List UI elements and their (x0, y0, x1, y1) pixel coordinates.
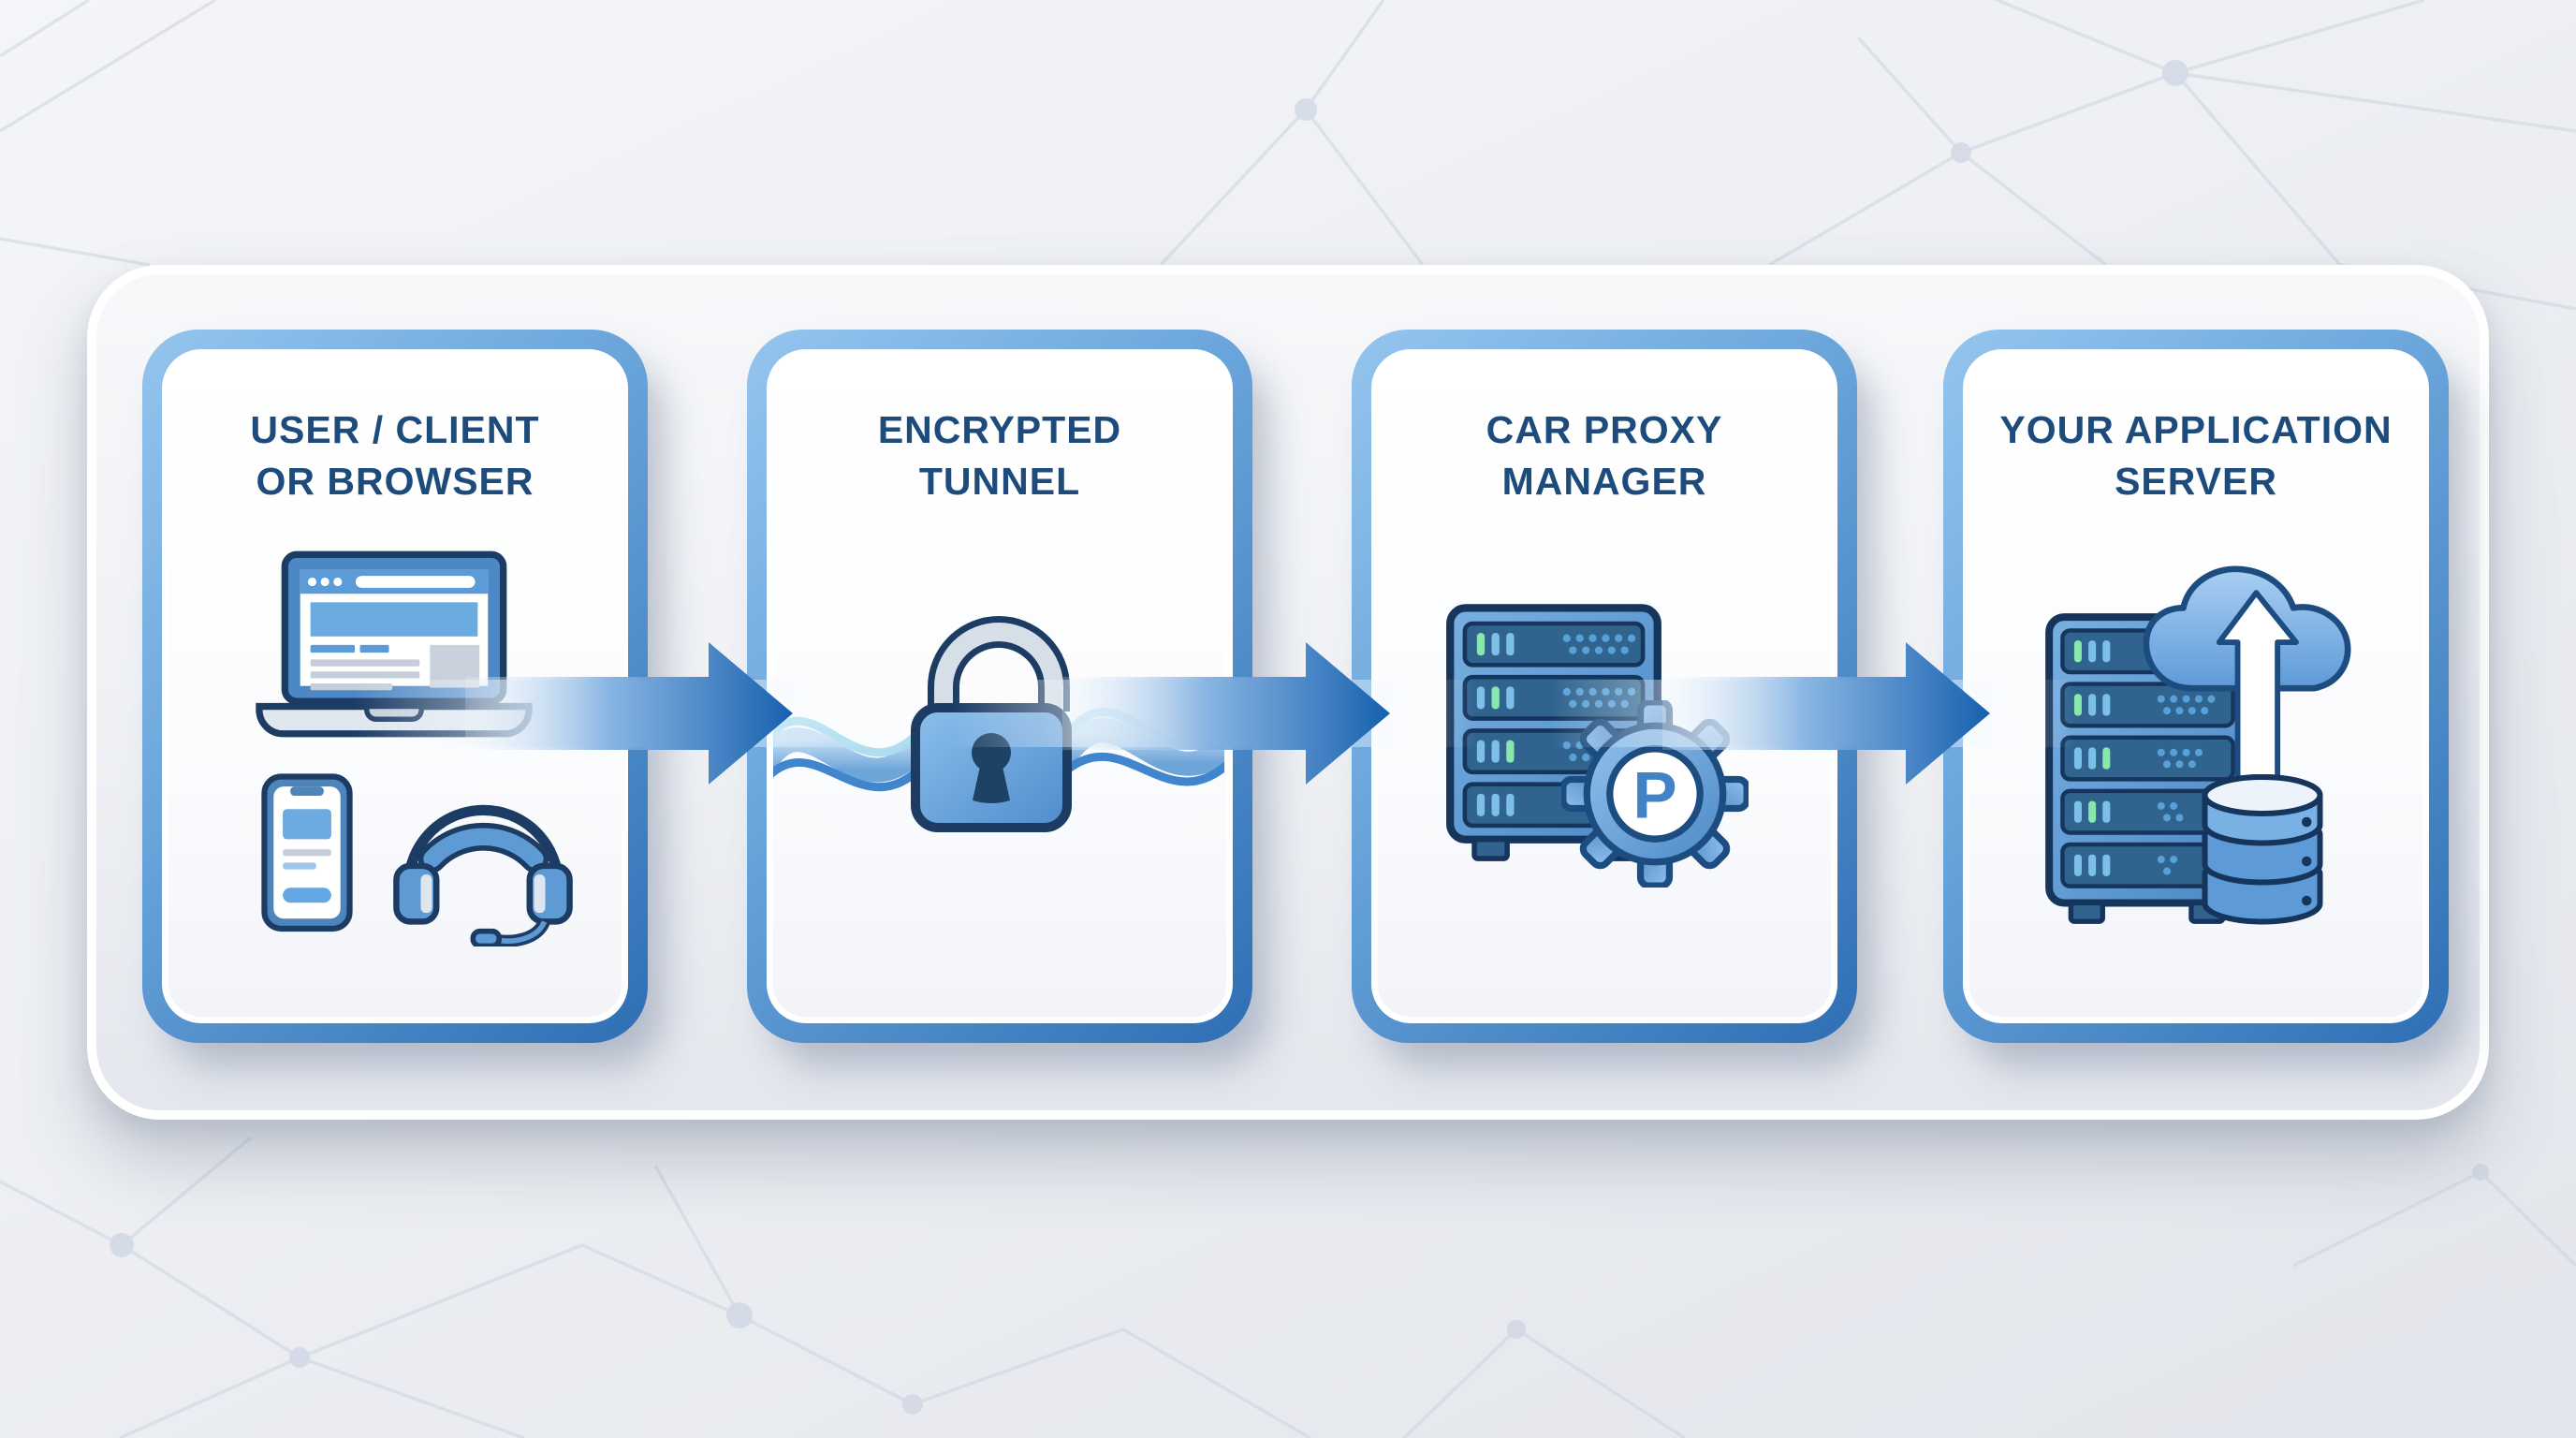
card-title-line1: CAR PROXY (1486, 408, 1723, 451)
encrypted-tunnel-lock-icon (773, 616, 1224, 832)
card-title-line2: TUNNEL (918, 459, 1081, 503)
smartphone-icon (261, 773, 353, 932)
card-encrypted-tunnel: ENCRYPTED TUNNEL (747, 330, 1252, 1043)
card-application-server: YOUR APPLICATION SERVER (1943, 330, 2449, 1043)
padlock-icon (911, 616, 1072, 832)
card-car-proxy-manager-body: CAR PROXY MANAGER (1371, 349, 1837, 1023)
gear-letter: P (1632, 758, 1676, 832)
gear-p-icon: P (1561, 700, 1749, 888)
card-title-line1: YOUR APPLICATION (1999, 408, 2393, 451)
card-title-line2: MANAGER (1501, 459, 1707, 503)
database-icon (2202, 774, 2323, 925)
card-title-line2: OR BROWSER (256, 459, 534, 503)
card-car-proxy-manager: CAR PROXY MANAGER (1352, 330, 1857, 1043)
cloud-upload-icon (2143, 565, 2351, 790)
laptop-browser-icon (256, 550, 533, 738)
card-title-line1: ENCRYPTED (877, 408, 1122, 451)
card-title-line1: USER / CLIENT (250, 408, 540, 451)
card-title: ENCRYPTED TUNNEL (781, 404, 1219, 507)
card-title: CAR PROXY MANAGER (1385, 404, 1823, 507)
card-application-server-body: YOUR APPLICATION SERVER (1963, 349, 2429, 1023)
card-title-line2: SERVER (2115, 459, 2277, 503)
headset-icon (393, 804, 573, 947)
card-user-client-body: USER / CLIENT OR BROWSER (162, 349, 628, 1023)
card-title: USER / CLIENT OR BROWSER (176, 404, 614, 507)
card-user-client: USER / CLIENT OR BROWSER (142, 330, 648, 1043)
card-title: YOUR APPLICATION SERVER (1977, 404, 2415, 507)
card-encrypted-tunnel-body: ENCRYPTED TUNNEL (767, 349, 1233, 1023)
